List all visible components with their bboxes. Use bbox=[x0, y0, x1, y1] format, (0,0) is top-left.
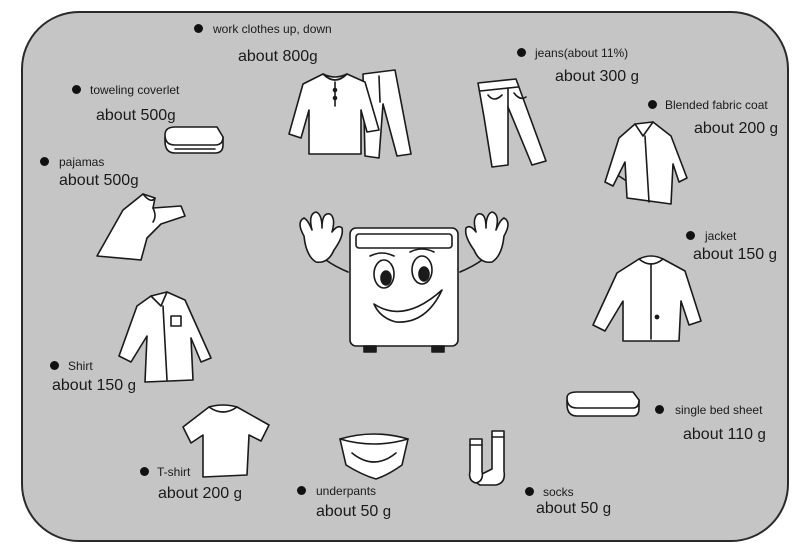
jacket-label: jacket bbox=[705, 229, 737, 243]
bullet-dot bbox=[517, 48, 526, 57]
coat-icon bbox=[604, 121, 688, 205]
bullet-dot bbox=[297, 486, 306, 495]
bullet-dot bbox=[72, 85, 81, 94]
shirt-label: Shirt bbox=[68, 359, 93, 373]
shirt-weight: about 150 g bbox=[52, 377, 136, 394]
bullet-dot bbox=[525, 487, 534, 496]
bullet-dot bbox=[140, 467, 149, 476]
underpants-label: underpants bbox=[316, 484, 377, 498]
jacket-weight: about 150 g bbox=[693, 246, 777, 263]
pajamas-icon bbox=[96, 193, 186, 261]
jacket-icon bbox=[592, 255, 702, 342]
blended-coat-label: Blended fabric coat bbox=[665, 98, 768, 112]
bullet-dot bbox=[194, 24, 203, 33]
underpants-weight: about 50 g bbox=[316, 503, 392, 520]
work-clothes-icon bbox=[288, 69, 412, 159]
jeans-icon bbox=[477, 78, 547, 168]
underpants-icon bbox=[339, 433, 409, 480]
bullet-dot bbox=[50, 361, 59, 370]
tshirt-label: T-shirt bbox=[157, 465, 191, 479]
jeans-label: jeans(about 11%) bbox=[535, 46, 629, 60]
pajamas-label: pajamas bbox=[59, 155, 105, 169]
work-clothes-label: work clothes up, down bbox=[213, 22, 332, 36]
tshirt-weight: about 200 g bbox=[158, 485, 242, 502]
washing-machine-mascot-icon bbox=[299, 211, 509, 353]
bullet-dot bbox=[686, 231, 695, 240]
bullet-dot bbox=[40, 157, 49, 166]
bed-sheet-icon bbox=[566, 391, 640, 417]
jeans-weight: about 300 g bbox=[555, 68, 639, 85]
work-clothes-weight: about 800g bbox=[238, 48, 318, 65]
blended-coat-weight: about 200 g bbox=[694, 120, 778, 137]
toweling-coverlet-label: toweling coverlet bbox=[90, 83, 180, 97]
pajamas-weight: about 500g bbox=[59, 172, 139, 189]
socks-icon bbox=[468, 430, 506, 486]
socks-weight: about 50 g bbox=[536, 500, 612, 517]
socks-label: socks bbox=[543, 485, 574, 499]
toweling-coverlet-weight: about 500g bbox=[96, 107, 176, 124]
tshirt-icon bbox=[182, 404, 270, 478]
shirt-icon bbox=[118, 291, 212, 383]
single-bed-sheet-weight: about 110 g bbox=[683, 426, 766, 443]
bullet-dot bbox=[648, 100, 657, 109]
bullet-dot bbox=[655, 405, 664, 414]
single-bed-sheet-label: single bed sheet bbox=[675, 403, 763, 417]
folded-towel-icon bbox=[164, 126, 224, 154]
